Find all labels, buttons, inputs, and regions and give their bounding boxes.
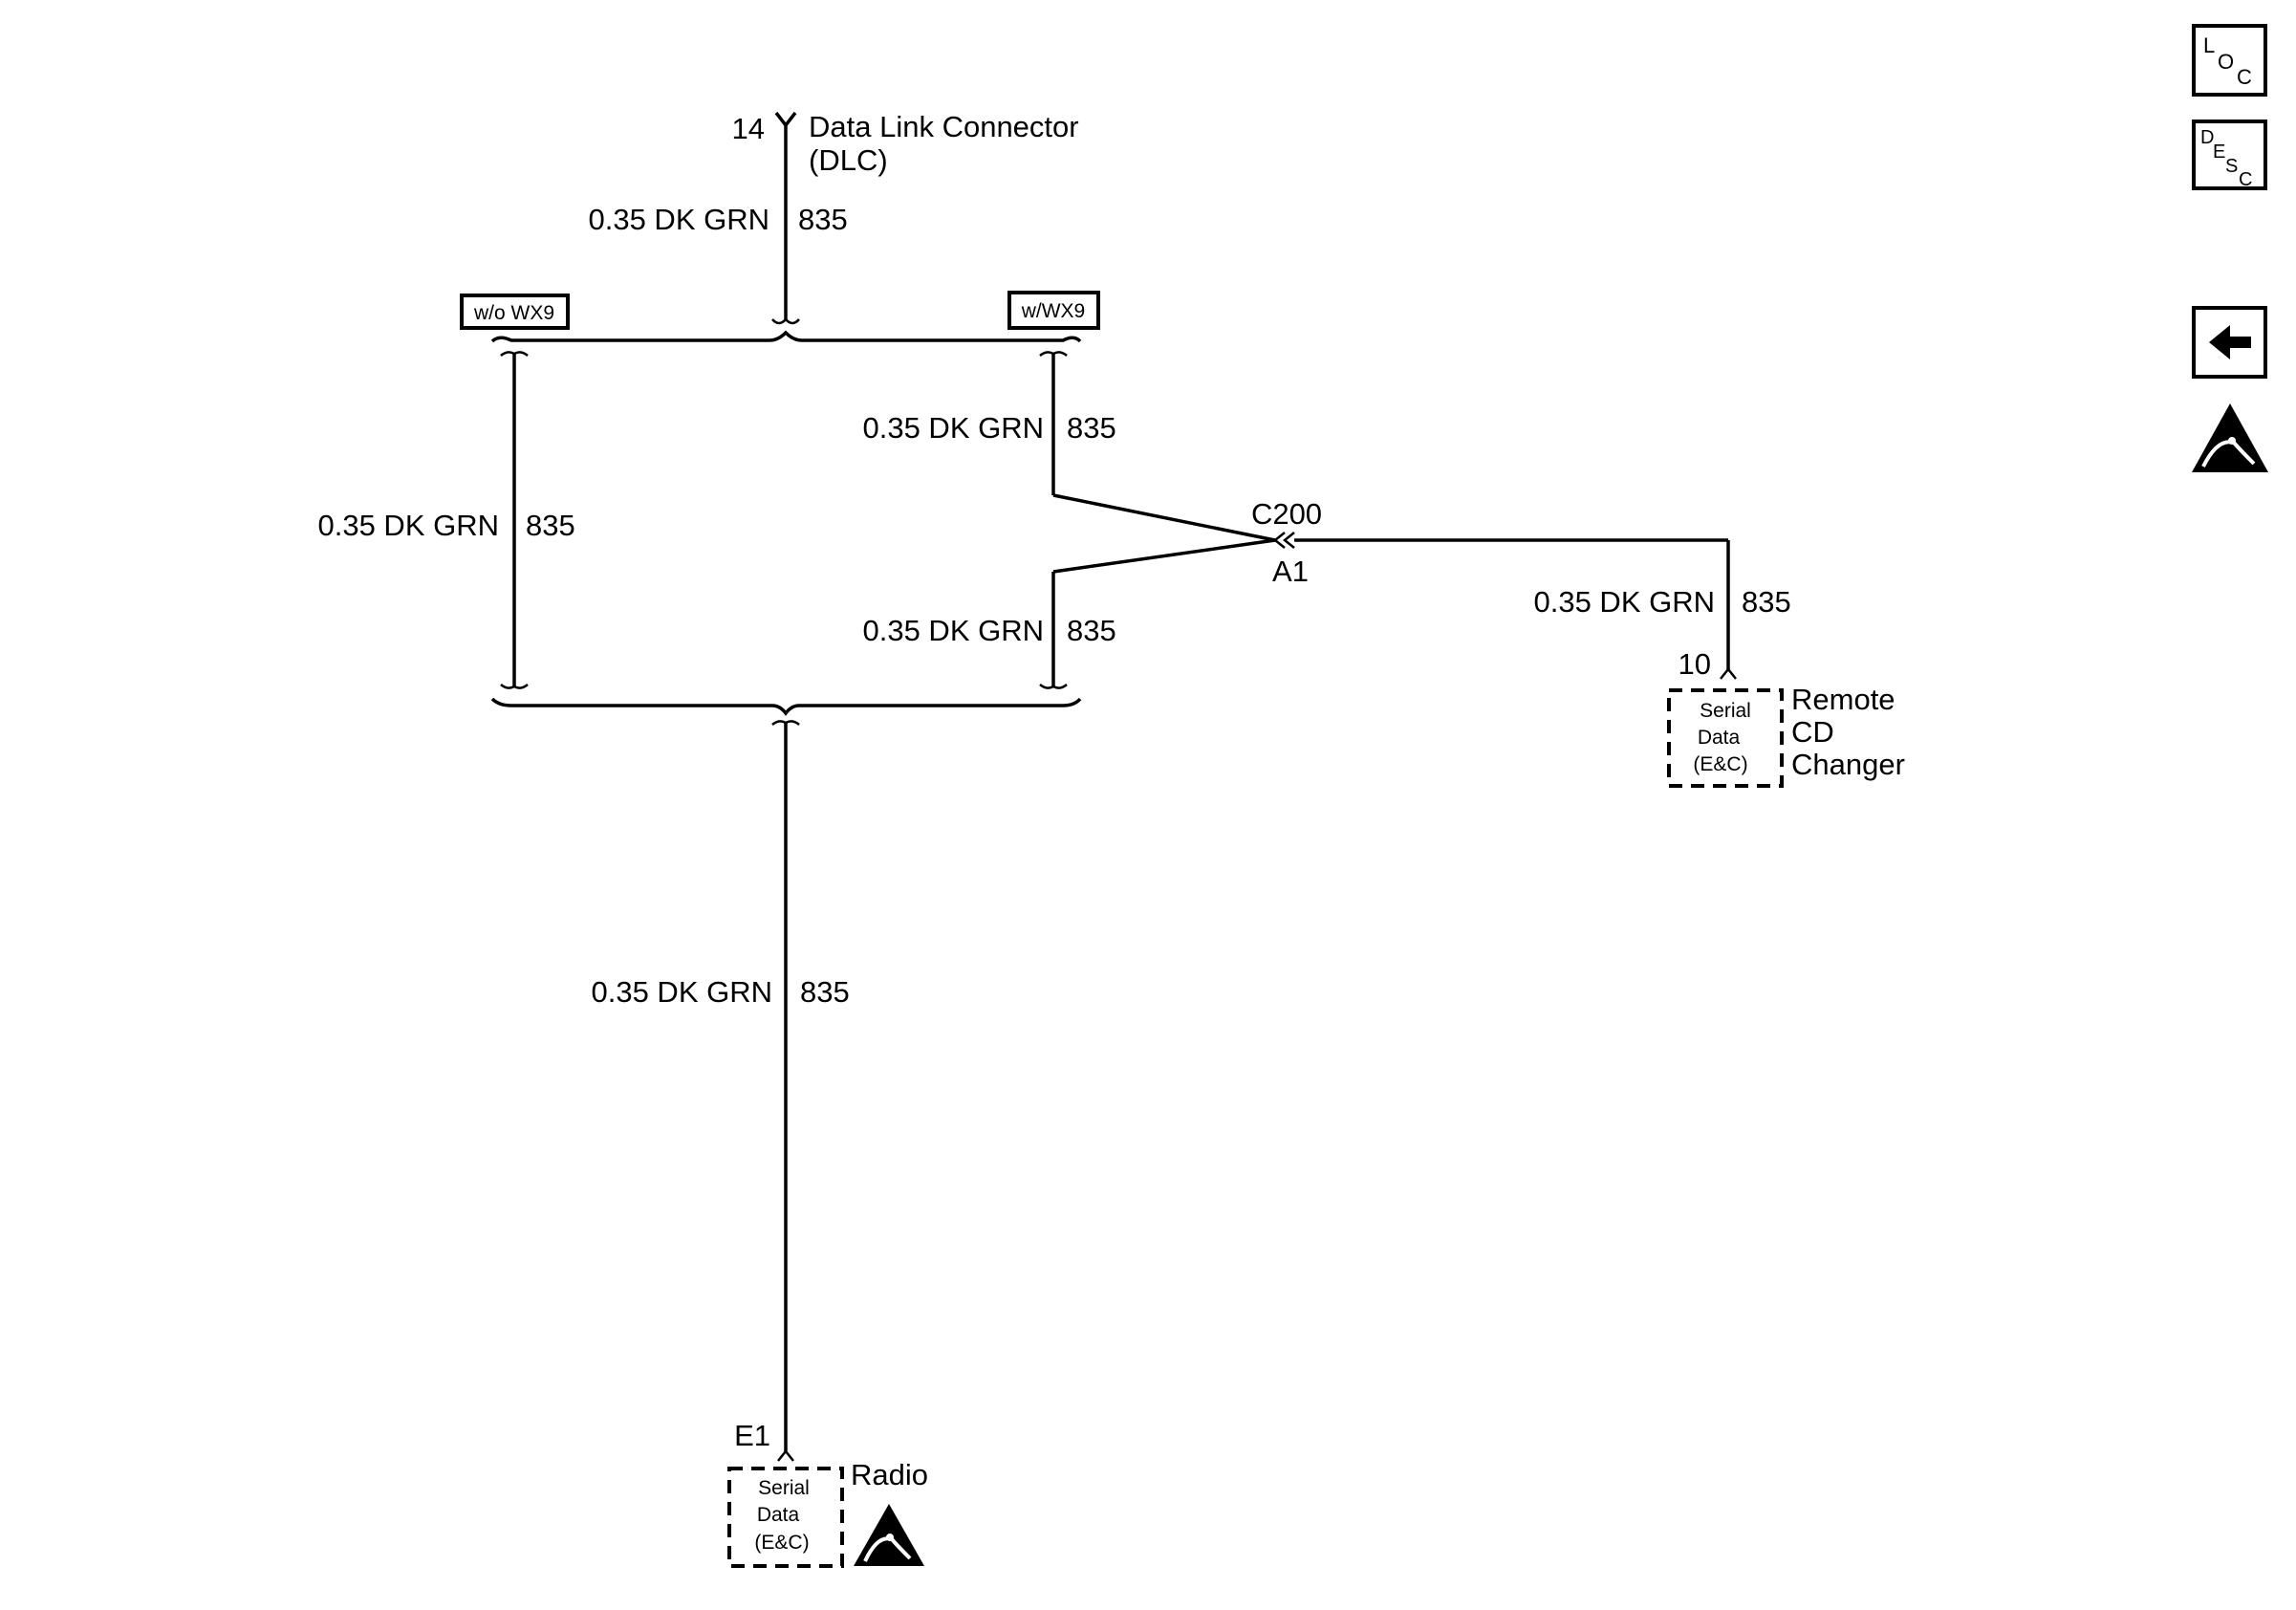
wire-upper-right-circuit: 835 <box>1067 411 1116 445</box>
connector-name: C200 <box>1251 497 1322 531</box>
radio-pin-label: E1 <box>734 1419 770 1452</box>
wire-cd-circuit: 835 <box>1742 585 1791 619</box>
cd-pin-label: 10 <box>1679 647 1711 681</box>
location-button[interactable]: L O C <box>2192 24 2267 97</box>
wire-lower-right-circuit: 835 <box>1067 614 1116 647</box>
connector-pin: A1 <box>1272 555 1309 588</box>
wire-radio: 0.35 DK GRN 835 <box>591 720 850 1451</box>
cd-name-line3: Changer <box>1791 748 1905 781</box>
connector-c200: C200 A1 <box>1251 497 1322 588</box>
location-o: O <box>2218 50 2234 74</box>
dlc-name-line2: (DLC) <box>809 143 888 177</box>
wire-top-circuit: 835 <box>798 203 848 236</box>
radio-inner-line2: Data <box>757 1504 800 1526</box>
cd-inner-line1: Serial <box>1700 700 1751 722</box>
wire-lower-right-size-color: 0.35 DK GRN <box>862 614 1044 647</box>
dlc-connector: 14 Data Link Connector (DLC) <box>732 110 1079 177</box>
cd-name-line1: Remote <box>1791 683 1895 716</box>
dlc-pin-label: 14 <box>732 112 765 145</box>
connector-chevron-icon <box>1272 532 1286 549</box>
option-without-label: w/o WX9 <box>473 302 554 324</box>
dlc-name-line1: Data Link Connector <box>809 110 1079 143</box>
radio-component: E1 Serial Data (E&C) Radio <box>727 1419 928 1568</box>
wire-radio-circuit: 835 <box>800 975 850 1009</box>
cd-inner-line2: Data <box>1698 727 1741 749</box>
cd-changer-component: 10 Serial Data (E&C) Remote CD Changer <box>1667 647 1905 788</box>
wire-top: 0.35 DK GRN 835 <box>588 125 848 325</box>
wire-upper-right: 0.35 DK GRN 835 <box>862 351 1276 542</box>
cd-terminal-icon <box>1720 666 1737 680</box>
radio-inner-line1: Serial <box>758 1477 810 1499</box>
back-button[interactable] <box>2192 306 2267 379</box>
radio-terminal-icon <box>777 1448 794 1462</box>
left-arrow-icon <box>2209 325 2251 359</box>
bottom-bus <box>490 697 1082 716</box>
description-button[interactable]: D E S C <box>2192 120 2267 190</box>
description-e: E <box>2213 141 2225 163</box>
option-with-wx9: w/WX9 <box>1007 291 1100 330</box>
option-without-wx9: w/o WX9 <box>460 294 570 330</box>
top-bus <box>490 330 1082 343</box>
wire-upper-right-size-color: 0.35 DK GRN <box>862 411 1044 445</box>
radio-esd-icon <box>854 1504 924 1566</box>
location-l: L <box>2203 33 2215 57</box>
wire-left-circuit: 835 <box>526 509 575 542</box>
description-d: D <box>2200 127 2214 148</box>
radio-name: Radio <box>851 1458 928 1491</box>
wire-left: 0.35 DK GRN 835 <box>317 351 575 689</box>
wire-left-size-color: 0.35 DK GRN <box>317 509 499 542</box>
wire-radio-size-color: 0.35 DK GRN <box>591 975 772 1009</box>
wire-cd-size-color: 0.35 DK GRN <box>1533 585 1715 619</box>
esd-info-button[interactable] <box>2192 403 2268 472</box>
wire-cd-changer: 0.35 DK GRN 835 <box>1294 538 1791 669</box>
cd-name-line2: CD <box>1791 715 1834 749</box>
radio-inner-line3: (E&C) <box>754 1532 809 1554</box>
description-s: S <box>2225 156 2238 177</box>
dlc-terminal-icon <box>774 111 797 128</box>
cd-inner-line3: (E&C) <box>1693 753 1747 775</box>
wire-lower-right: 0.35 DK GRN 835 <box>862 538 1276 689</box>
location-c: C <box>2237 65 2252 89</box>
wire-top-size-color: 0.35 DK GRN <box>588 203 769 236</box>
option-with-label: w/WX9 <box>1021 300 1086 322</box>
description-c: C <box>2239 169 2252 190</box>
esd-warning-icon <box>2192 403 2268 472</box>
